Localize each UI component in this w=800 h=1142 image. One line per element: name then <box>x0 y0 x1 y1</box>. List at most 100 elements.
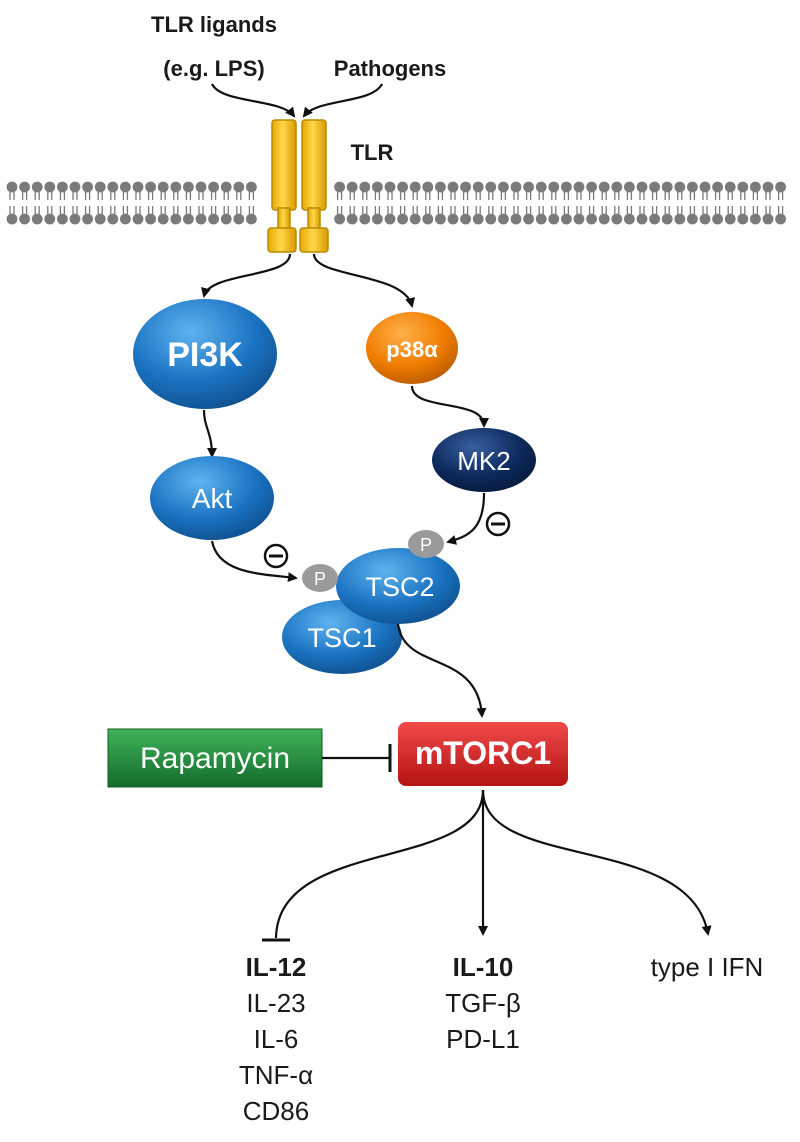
lipid-head <box>674 181 686 193</box>
lipid-head <box>107 213 119 225</box>
lipid-head <box>624 181 635 193</box>
lipid-head <box>422 181 434 193</box>
tlr-receptor <box>267 119 329 253</box>
lipid-head <box>472 213 484 225</box>
phospho-akt-label: P <box>314 569 326 589</box>
lipid-head <box>422 213 434 225</box>
lipid-head <box>195 213 207 225</box>
tsc2-node <box>336 548 460 624</box>
lipid-head <box>183 181 194 193</box>
lipid-head <box>762 181 774 193</box>
lipid-head <box>485 181 497 193</box>
lipid-head <box>170 181 182 193</box>
phospho-mk2-site <box>408 530 444 558</box>
lipid-head <box>409 213 421 225</box>
rapamycin-node <box>107 728 323 788</box>
mk2-label: MK2 <box>457 446 510 476</box>
lipid-head <box>44 213 56 225</box>
lipid-head <box>94 213 106 225</box>
type1-ifn-label: type I IFN <box>651 952 764 982</box>
lipid-head <box>31 213 43 225</box>
lipid-head <box>145 213 157 225</box>
tlr-ligands-label: TLR ligands <box>151 12 277 37</box>
lipid-head <box>447 181 459 193</box>
lipid-head <box>510 213 522 225</box>
lipid-head <box>170 213 182 225</box>
lipid-head <box>384 181 396 193</box>
lipid-head <box>397 213 408 225</box>
lipid-head <box>107 181 119 193</box>
tgfb-label: TGF-β <box>445 988 521 1018</box>
lipid-head <box>372 213 383 225</box>
lipid-head <box>6 181 18 193</box>
lipid-head <box>750 181 761 193</box>
lipid-head <box>44 181 56 193</box>
pathogens-label: Pathogens <box>334 56 446 81</box>
lipid-head <box>57 213 68 225</box>
lipid-head <box>359 181 371 193</box>
lipid-head <box>699 181 711 193</box>
ligand-arrow <box>211 83 296 118</box>
lipid-head <box>523 213 534 225</box>
lipid-head <box>435 213 446 225</box>
p38a-to-mk2-arrow <box>410 385 489 428</box>
lipid-head <box>649 181 660 193</box>
lipid-head <box>145 181 157 193</box>
mk2-node <box>432 428 536 492</box>
lipid-head <box>334 181 345 193</box>
lipid-head <box>397 181 408 193</box>
lipid-head <box>523 181 534 193</box>
mtorc1-label: mTORC1 <box>415 735 551 771</box>
lipid-head <box>535 213 547 225</box>
lipid-head <box>724 181 736 193</box>
lipid-head <box>208 181 220 193</box>
mk2-inhibition-symbol <box>485 511 511 537</box>
lipid-head <box>724 213 736 225</box>
lipid-head <box>19 181 30 193</box>
left-output-list: IL-12 IL-23 IL-6 TNF-α CD86 <box>239 952 313 1126</box>
lipid-head <box>674 213 686 225</box>
lipid-head <box>447 213 459 225</box>
lipid-head <box>485 213 497 225</box>
il23-label: IL-23 <box>246 988 305 1018</box>
akt-label: Akt <box>192 483 233 514</box>
pi3k-to-akt-arrow <box>202 409 217 458</box>
lipid-head <box>750 213 761 225</box>
lipid-head <box>246 213 257 225</box>
lipid-head <box>183 213 194 225</box>
tsc-to-mtorc1-arrow <box>396 623 487 718</box>
lipid-head <box>372 181 383 193</box>
lipid-head <box>120 213 131 225</box>
pathogen-arrow <box>302 83 383 118</box>
akt-node <box>150 456 274 540</box>
lipid-head <box>498 213 509 225</box>
middle-output-list: IL-10 TGF-β PD-L1 <box>445 952 521 1054</box>
lipid-head <box>334 213 345 225</box>
lipid-head <box>69 213 81 225</box>
lipid-head <box>120 181 131 193</box>
lipid-head <box>598 181 610 193</box>
lipid-head <box>586 181 597 193</box>
lipid-head <box>19 213 30 225</box>
lipid-head <box>712 181 723 193</box>
lipid-head <box>82 213 93 225</box>
p38a-node <box>366 312 458 384</box>
lipid-head <box>687 181 698 193</box>
akt-to-tsc2-inhibition-arrow <box>210 540 298 583</box>
lipid-head <box>384 213 396 225</box>
phospho-akt-site <box>302 564 338 592</box>
lipid-head <box>624 213 635 225</box>
lipid-head <box>661 181 673 193</box>
lipid-head <box>561 213 572 225</box>
lipid-head <box>498 181 509 193</box>
cd86-label: CD86 <box>243 1096 309 1126</box>
mtorc1-node <box>398 722 568 786</box>
lipid-head <box>6 213 18 225</box>
lps-example-label: (e.g. LPS) <box>163 56 264 81</box>
tnfa-label: TNF-α <box>239 1060 313 1090</box>
lipid-head <box>94 181 106 193</box>
tlr-to-pi3k-arrow <box>201 253 292 298</box>
lipid-head <box>687 213 698 225</box>
pi3k-label: PI3K <box>167 336 243 374</box>
il10-label: IL-10 <box>453 952 514 982</box>
